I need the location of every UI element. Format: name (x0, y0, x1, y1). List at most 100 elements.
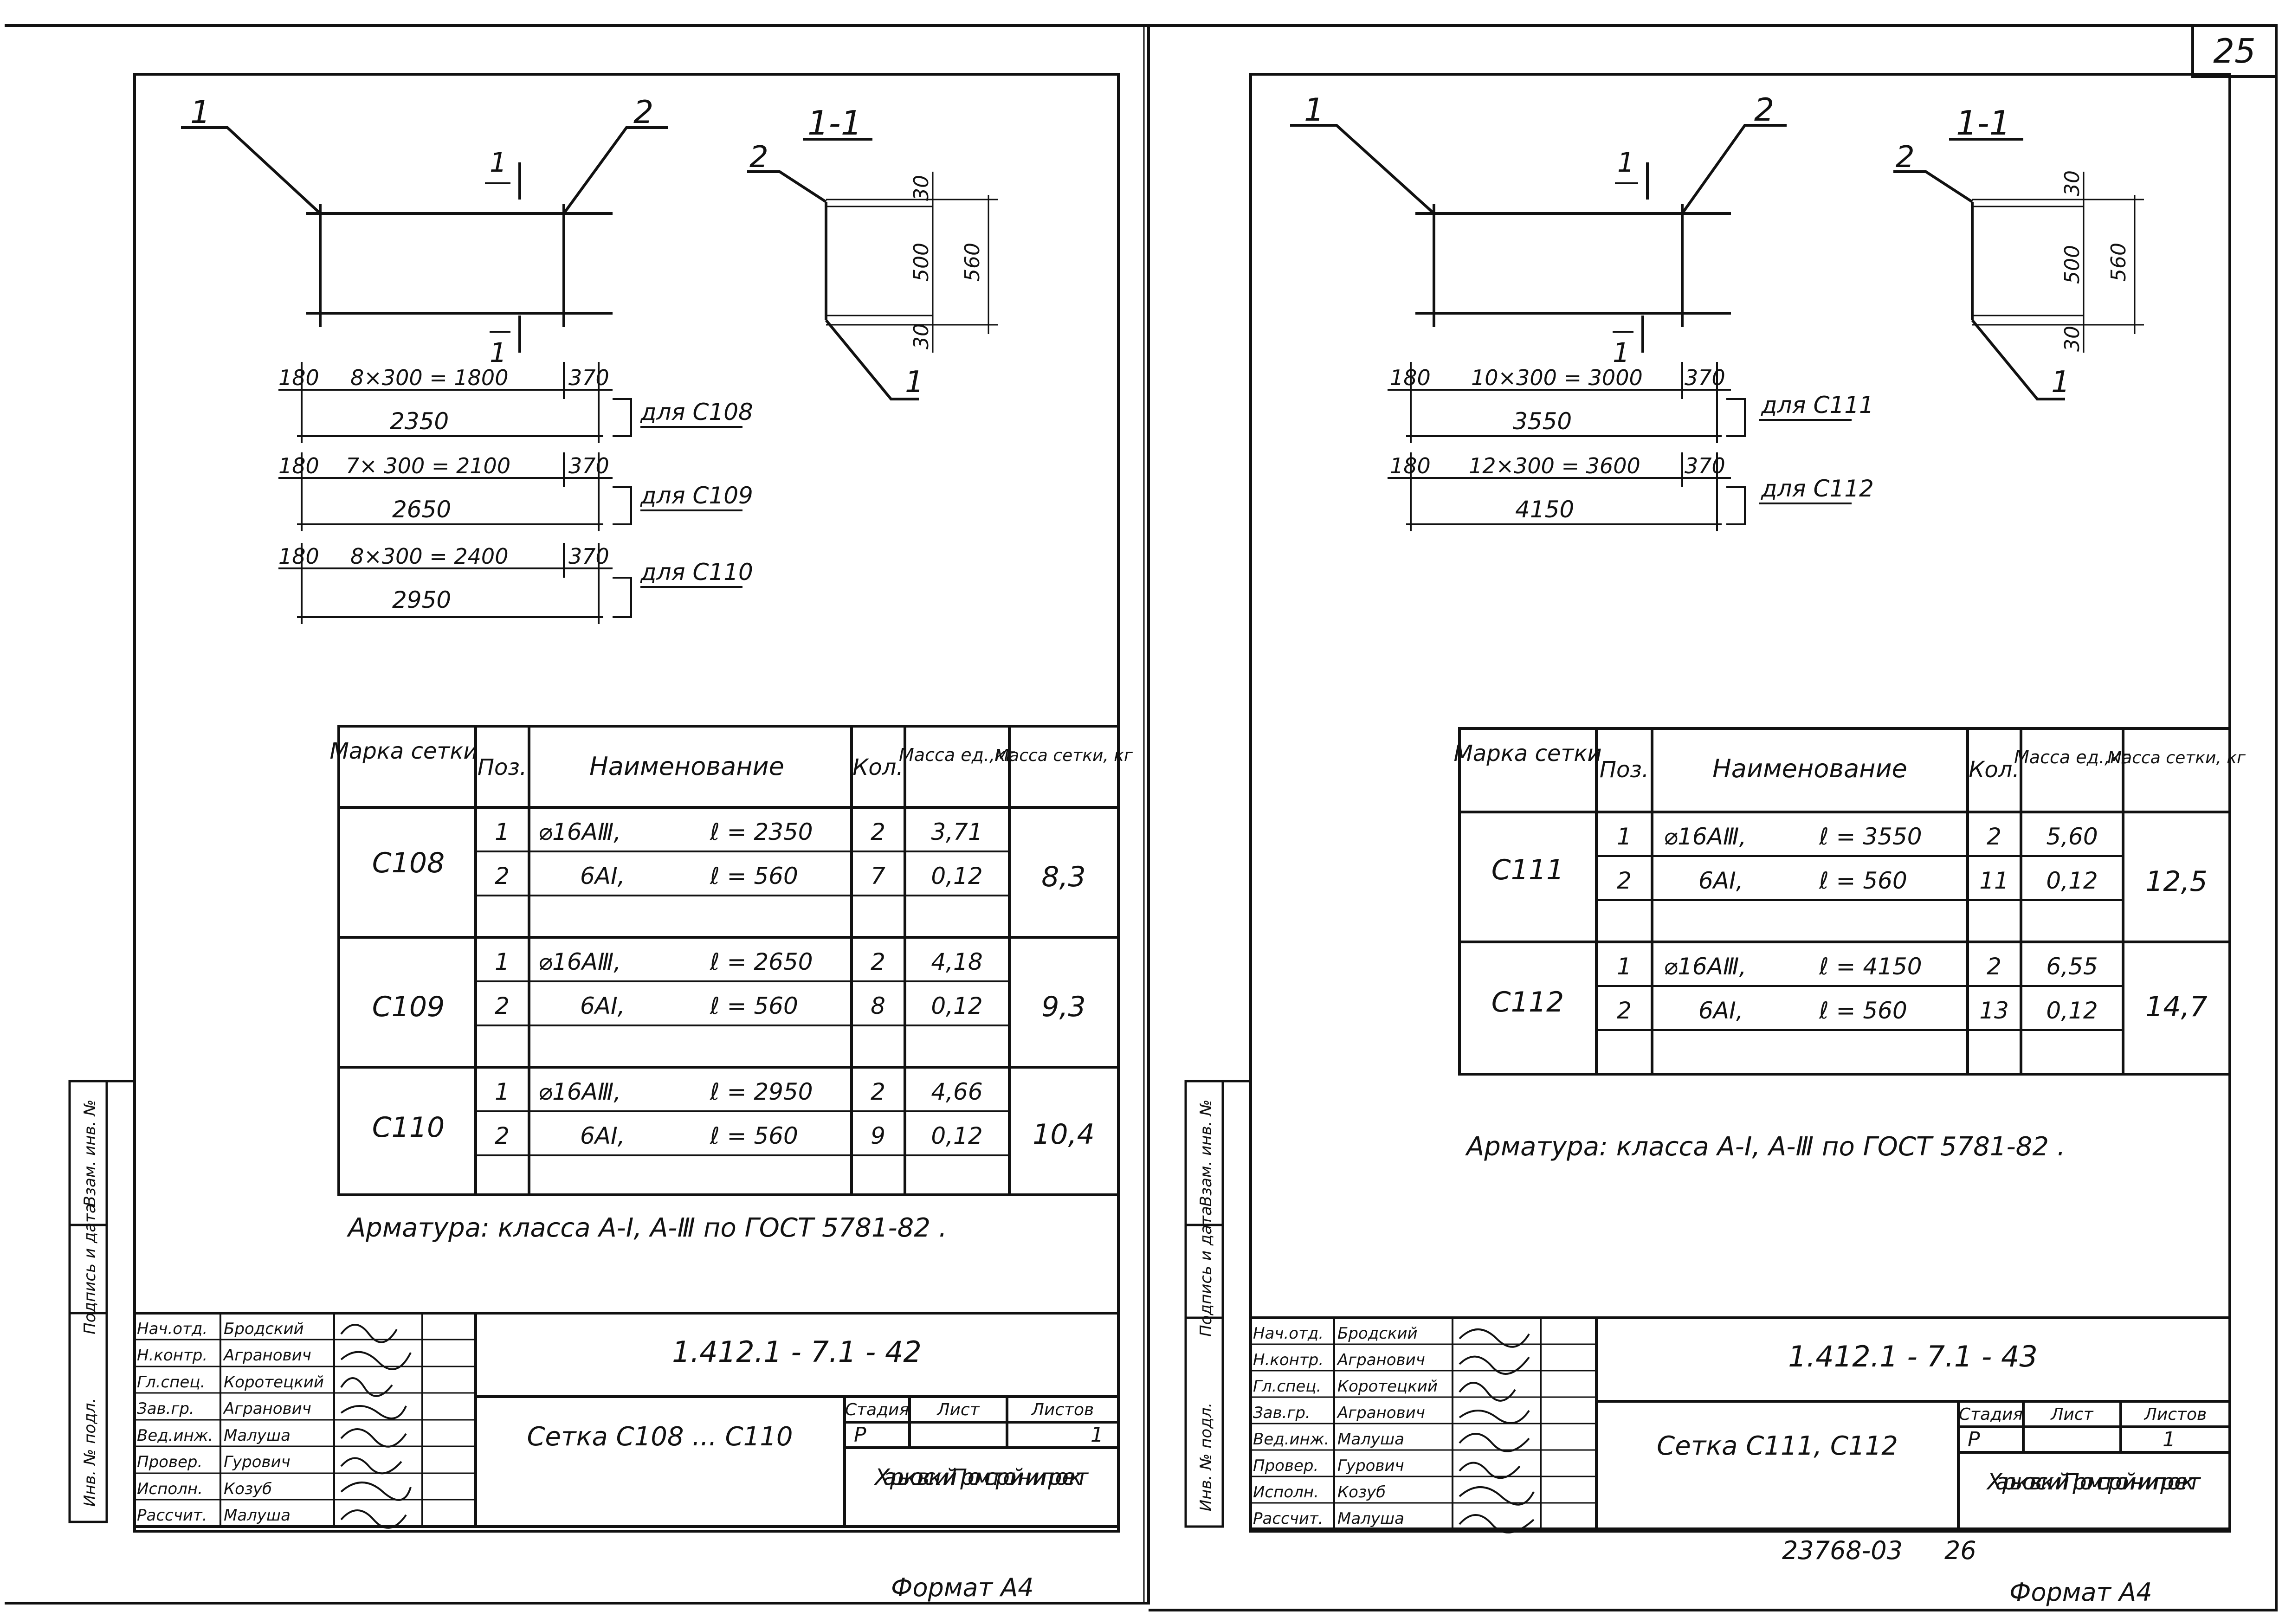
drawing-title: Сетка С111, С112 (1657, 1431, 1898, 1461)
qty-cell: 2 (1987, 953, 2001, 980)
qty-cell: 7 (871, 863, 885, 889)
dim-label: для С112 (1761, 475, 1874, 502)
header-qty: Кол. (852, 754, 903, 780)
qty-cell: 13 (1979, 997, 2009, 1024)
reinforcement-note: Арматура: класса А-Ⅰ, А-Ⅲ по ГОСТ 5781-8… (1465, 1132, 2066, 1162)
dim-label: для С108 (640, 399, 753, 425)
name-cell: ⌀16АⅢ, (1664, 953, 1746, 980)
role-label: Рассчит. (1253, 1509, 1323, 1528)
length-cell: ℓ = 560 (710, 992, 798, 1019)
pos-cell: 1 (495, 948, 510, 975)
dim-left: 180 (278, 453, 319, 478)
name-cell: ⌀16АⅢ, (538, 1078, 621, 1105)
dim-label: для С111 (1761, 392, 1874, 419)
pos-cell: 1 (1617, 953, 1632, 980)
stage-value: Р (854, 1423, 866, 1447)
specification-table: Марка сетки Поз. Наименование Кол. Масса… (329, 725, 1133, 1196)
name-cell: 6АⅠ, (580, 1122, 625, 1149)
qty-cell: 9 (871, 1122, 885, 1149)
unit-mass-cell: 4,18 (931, 948, 982, 975)
section-callout-2: 2 (1896, 140, 1915, 174)
person-name: Козуб (1337, 1483, 1386, 1502)
role-label: Провер. (137, 1453, 202, 1471)
dim-mid: 8×300 = 2400 (350, 544, 508, 569)
person-name: Бродский (224, 1320, 304, 1338)
role-label: Гл.спец. (1253, 1377, 1321, 1396)
qty-cell: 2 (871, 1078, 885, 1105)
mass-cell: 9,3 (1041, 991, 1085, 1023)
dim-left: 180 (1390, 453, 1431, 478)
side-label-signature: Подпись и дата (1197, 1206, 1215, 1337)
unit-mass-cell: 0,12 (931, 1122, 982, 1149)
unit-mass-cell: 0,12 (931, 992, 982, 1019)
dimension-row-2: 180 12×300 = 3600 370 4150 для С112 (1388, 452, 1874, 531)
pos-cell: 2 (1617, 997, 1632, 1024)
person-name: Малуша (1337, 1509, 1404, 1528)
pos-cell: 2 (1617, 867, 1632, 894)
section-callout-1: 1 (2051, 365, 2070, 400)
length-cell: ℓ = 560 (710, 1122, 798, 1149)
dim-right: 370 (568, 365, 609, 390)
header-mesh-mass: Масса сетки, кг (2107, 748, 2246, 767)
pos-cell: 2 (495, 992, 510, 1019)
role-label: Нач.отд. (1253, 1324, 1323, 1343)
sheet-header: Лист (2050, 1405, 2093, 1424)
section-mark-bottom: 1 (490, 337, 507, 368)
person-name: Гурович (224, 1453, 291, 1471)
sheets-value: 1 (2163, 1428, 2176, 1451)
page-reference: 26 (1944, 1536, 1976, 1565)
side-label-inventory: Инв. № подл. (1197, 1403, 1215, 1512)
person-name: Малуша (224, 1506, 291, 1525)
mark-cell: С108 (372, 847, 445, 879)
pos-cell: 1 (495, 818, 510, 845)
side-label-replaced: Взам. инв. № (1197, 1100, 1215, 1207)
name-cell: 6АⅠ, (1698, 997, 1743, 1024)
name-cell: 6АⅠ, (580, 863, 625, 889)
person-name: Агранович (223, 1399, 311, 1418)
signatures (340, 1324, 412, 1529)
organization-name: Харьковский Промстройниипроект (873, 1464, 1089, 1490)
title-block: Нач.отд. Н.контр. Гл.спец. Зав.гр. Вед.и… (133, 1312, 1120, 1529)
role-label: Провер. (1253, 1456, 1318, 1475)
section-callout-1: 1 (905, 365, 924, 400)
dim-left: 180 (1390, 365, 1431, 390)
unit-mass-cell: 6,55 (2046, 953, 2098, 980)
role-label: Рассчит. (137, 1506, 207, 1525)
qty-cell: 8 (871, 992, 885, 1019)
mark-cell: С109 (372, 991, 445, 1023)
qty-cell: 11 (1979, 867, 2009, 894)
dim-left: 180 (278, 365, 319, 390)
unit-mass-cell: 0,12 (2046, 997, 2098, 1024)
section-dim-mid: 500 (2060, 245, 2084, 284)
section-title: 1-1 (807, 103, 862, 142)
section-callout-2: 2 (749, 140, 768, 174)
role-label: Исполн. (137, 1480, 203, 1498)
person-name: Малуша (1337, 1430, 1404, 1449)
callout-2: 2 (1754, 92, 1774, 129)
length-cell: ℓ = 560 (1819, 997, 1907, 1024)
dim-mid: 10×300 = 3000 (1471, 365, 1643, 390)
dim-total: 2650 (392, 496, 451, 523)
dim-total: 4150 (1515, 496, 1574, 523)
dimension-row-1: 180 8×300 = 1800 370 2350 для С108 (278, 362, 753, 443)
section-view (747, 138, 998, 400)
unit-mass-cell: 0,12 (2046, 867, 2098, 894)
role-label: Исполн. (1253, 1483, 1319, 1502)
stage-header: Стадия (845, 1400, 909, 1419)
mark-cell: С112 (1491, 986, 1564, 1018)
mass-cell: 14,7 (2145, 991, 2208, 1023)
mass-cell: 10,4 (1033, 1118, 1095, 1151)
header-qty: Кол. (1969, 757, 2019, 783)
stage-value: Р (1968, 1428, 1980, 1451)
role-label: Н.контр. (1253, 1351, 1323, 1369)
dimension-row-1: 180 10×300 = 3000 370 3550 для С111 (1388, 362, 1874, 443)
section-dim-mid: 500 (910, 243, 933, 282)
dim-right: 370 (1685, 365, 1725, 390)
role-label: Гл.спец. (137, 1373, 205, 1392)
header-mark: Марка сетки (1453, 741, 1601, 767)
drawing-title: Сетка С108 ... С110 (527, 1422, 793, 1452)
qty-cell: 2 (1987, 823, 2001, 850)
section-mark-bottom: 1 (1613, 337, 1630, 368)
unit-mass-cell: 3,71 (931, 818, 982, 845)
